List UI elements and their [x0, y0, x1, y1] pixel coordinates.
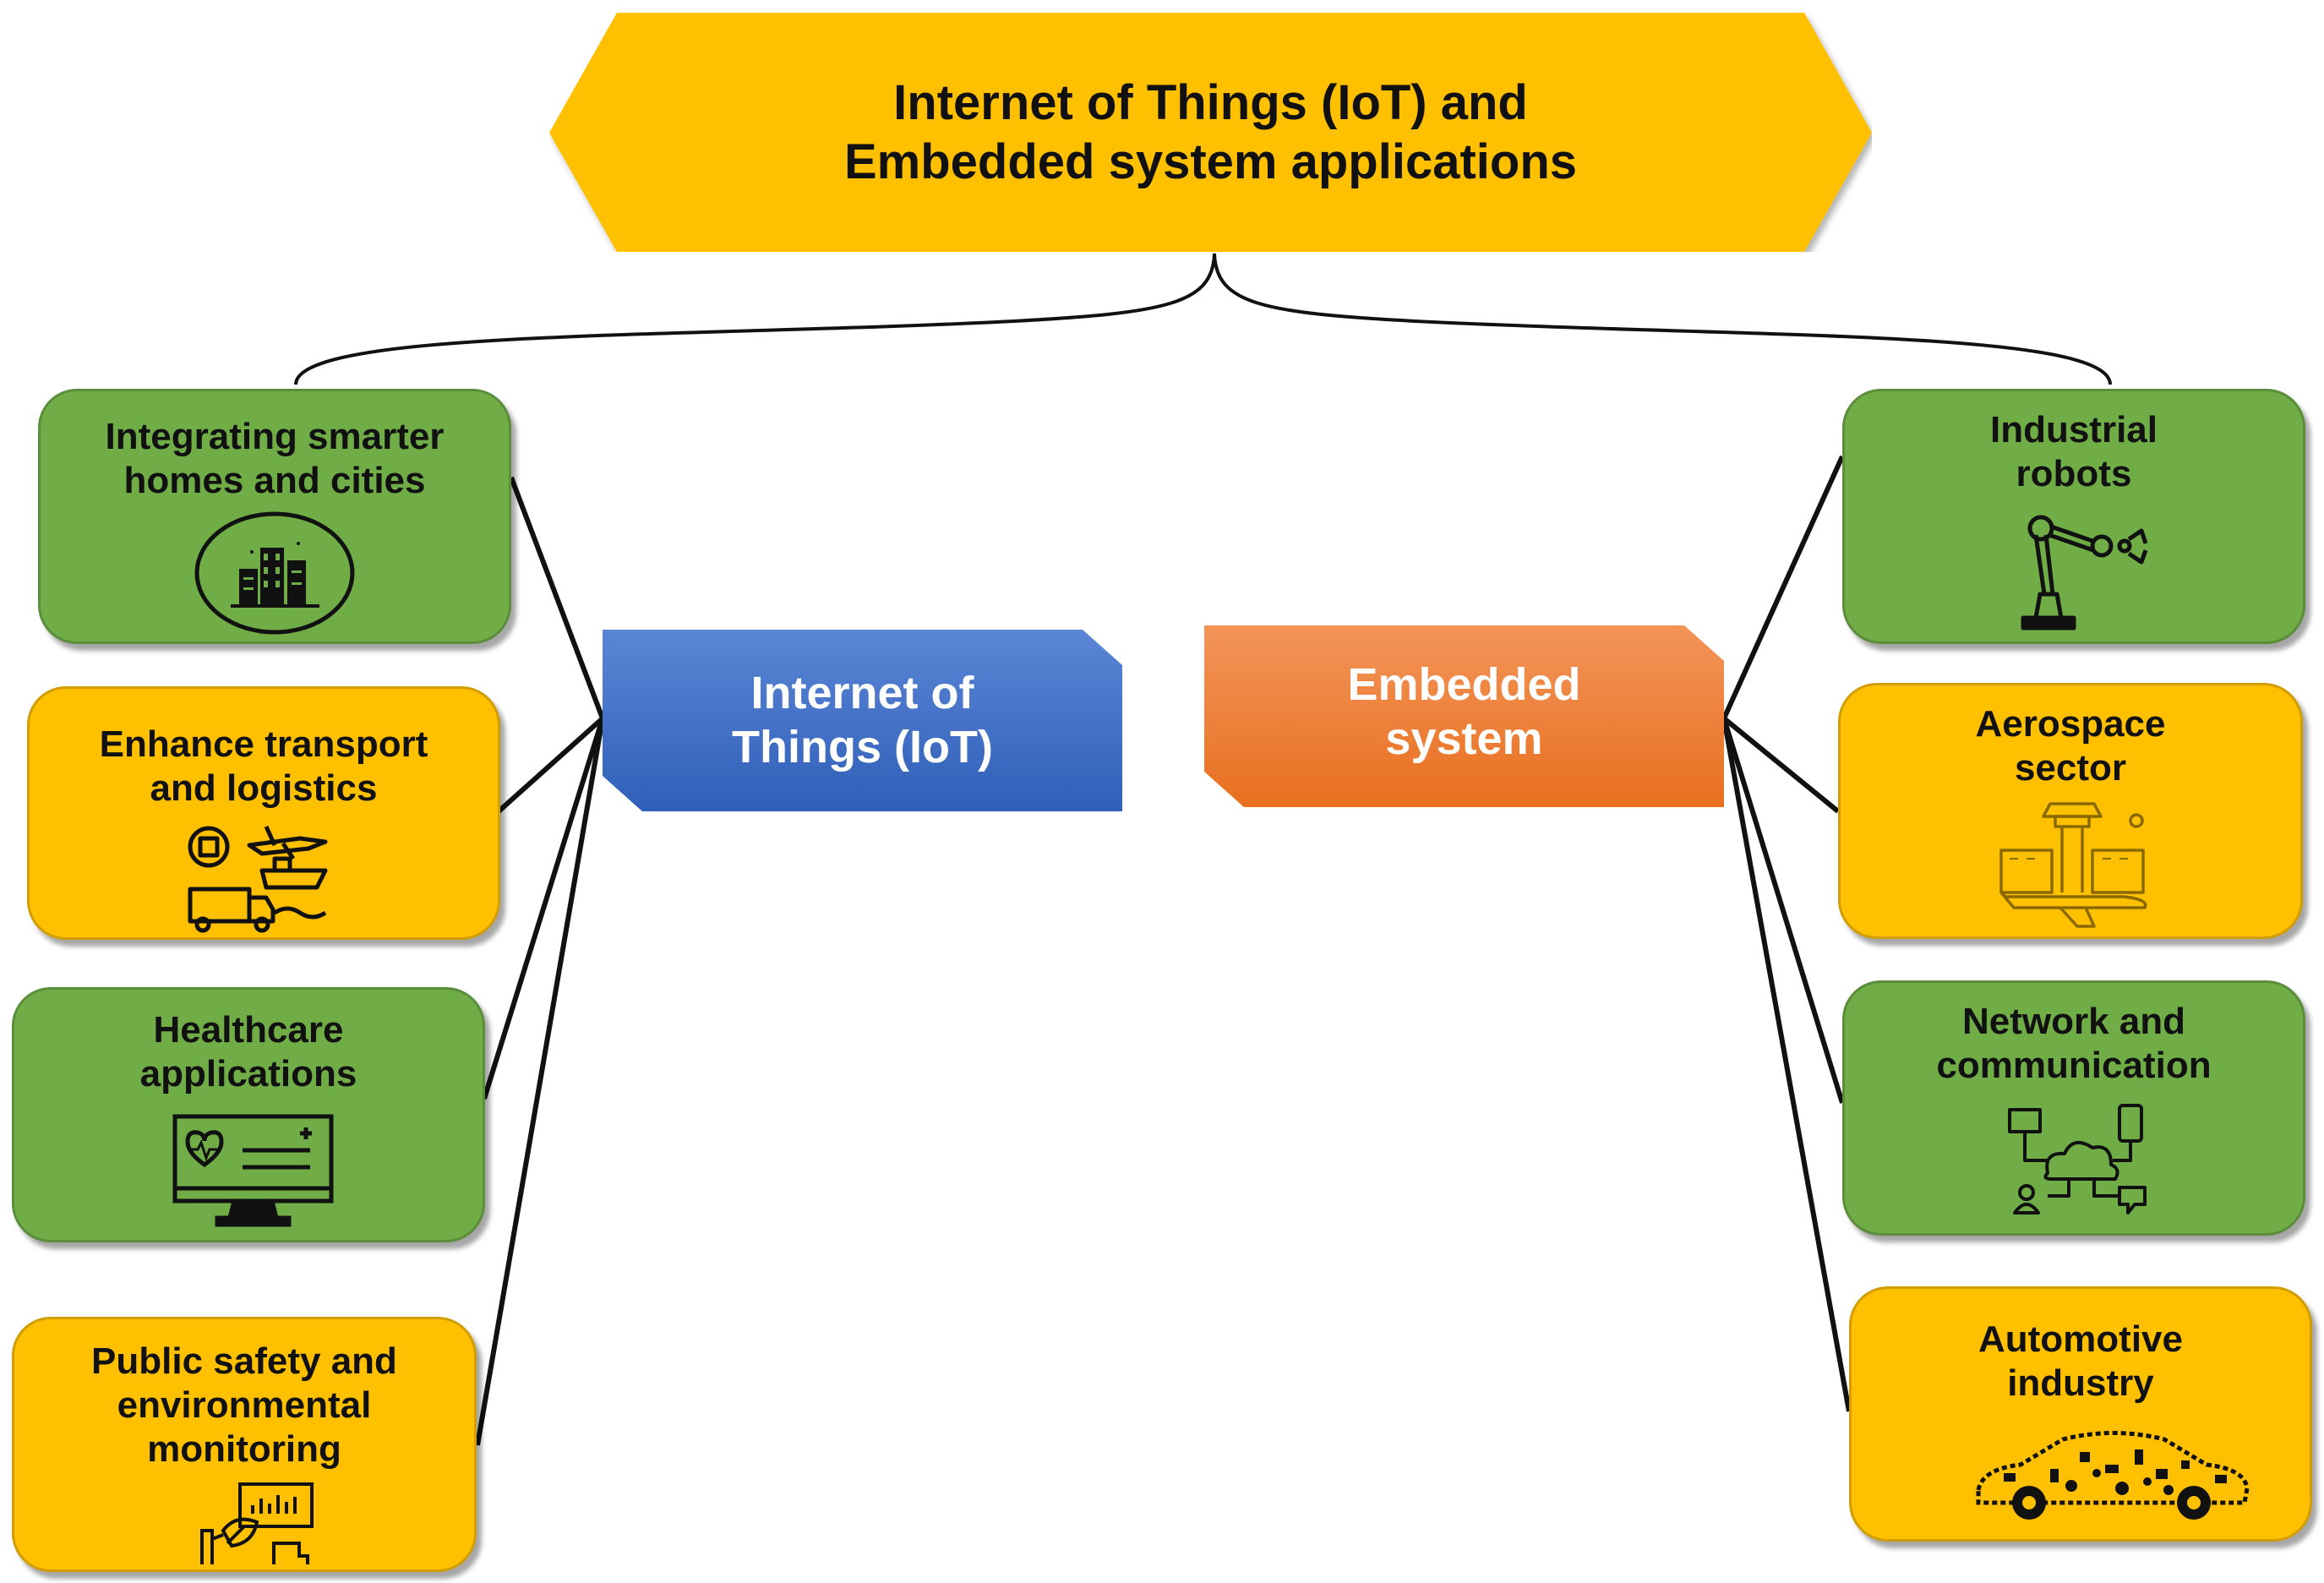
card-title-line: Industrial	[1989, 409, 2158, 450]
card-title-line: industry	[2007, 1362, 2154, 1404]
card-public-safety: Public safety and environmental monitori…	[12, 1317, 477, 1572]
title-banner	[549, 13, 1872, 252]
line-iot-health	[482, 718, 605, 1100]
card-title: Automotive industry	[1978, 1318, 2183, 1406]
card-aerospace: Aerospace sector	[1838, 683, 2303, 939]
iot-hub-shape	[603, 630, 1122, 811]
title-line-2: Embedded system applications	[843, 134, 1578, 189]
card-title-line: Integrating smarter	[105, 416, 445, 457]
card-industrial-robots: Industrial robots	[1842, 389, 2305, 644]
embedded-hub-shape	[1204, 625, 1724, 807]
line-emb-aerospace	[1722, 716, 1840, 814]
card-title-line: Automotive	[1978, 1318, 2183, 1360]
card-network-communication: Network and communication	[1842, 980, 2305, 1236]
card-title-line: monitoring	[147, 1427, 341, 1470]
card-title-line: environmental	[117, 1384, 372, 1426]
robot-arm-icon	[2010, 510, 2154, 632]
card-title-line: Enhance transport	[99, 723, 428, 765]
environment-dashboard-icon	[194, 1480, 320, 1569]
card-title: Aerospace sector	[1975, 702, 2165, 790]
diagram-title: Internet of Things (IoT) and Embedded sy…	[549, 13, 1872, 252]
card-title: Network and communication	[1936, 1000, 2211, 1088]
card-automotive: Automotive industry	[1849, 1286, 2312, 1542]
card-title-line: sector	[2014, 746, 2127, 789]
embedded-hub-label: Embedded system	[1204, 621, 1724, 803]
card-title: Public safety and environmental monitori…	[91, 1340, 397, 1471]
card-transport-logistics: Enhance transport and logistics	[27, 686, 500, 940]
card-title-line: Aerospace	[1975, 703, 2166, 745]
line-emb-robots	[1721, 455, 1845, 720]
airport-airplane-icon	[1993, 800, 2153, 931]
iot-hub-line-1: Internet of	[750, 667, 974, 718]
health-monitor-icon	[171, 1112, 340, 1231]
card-healthcare: Healthcare applications	[12, 987, 485, 1242]
card-title-line: Network and	[1961, 1001, 2186, 1042]
iot-hub-line-2: Things (IoT)	[732, 721, 993, 772]
card-title-line: Public safety and	[91, 1340, 397, 1382]
title-line-1: Internet of Things (IoT) and	[893, 74, 1528, 130]
transport-logistics-icon	[182, 820, 342, 934]
embedded-hub-line-2: system	[1385, 712, 1543, 764]
brace-connector	[294, 253, 2112, 385]
line-iot-homes	[509, 476, 605, 720]
car-icon	[1970, 1422, 2253, 1524]
embedded-hub-line-1: Embedded	[1347, 658, 1581, 710]
city-buildings-icon	[193, 510, 357, 636]
cloud-network-icon	[2001, 1101, 2153, 1220]
card-title: Healthcare applications	[140, 1008, 357, 1096]
card-title: Industrial robots	[1990, 408, 2158, 496]
card-title-line: robots	[2016, 452, 2132, 494]
card-title-line: applications	[139, 1052, 357, 1094]
line-iot-transport	[497, 716, 604, 814]
line-iot-safety	[475, 718, 605, 1446]
card-title: Integrating smarter homes and cities	[106, 415, 445, 503]
line-emb-automotive	[1721, 718, 1852, 1412]
card-title-line: communication	[1936, 1044, 2212, 1086]
line-emb-network	[1721, 718, 1845, 1104]
card-title-line: homes and cities	[123, 459, 426, 501]
card-smart-homes-cities: Integrating smarter homes and cities	[38, 389, 511, 644]
iot-hub-label: Internet of Things (IoT)	[603, 630, 1122, 811]
card-title-line: and logistics	[150, 767, 378, 809]
card-title: Enhance transport and logistics	[100, 723, 428, 811]
card-title-line: Healthcare	[153, 1009, 344, 1051]
